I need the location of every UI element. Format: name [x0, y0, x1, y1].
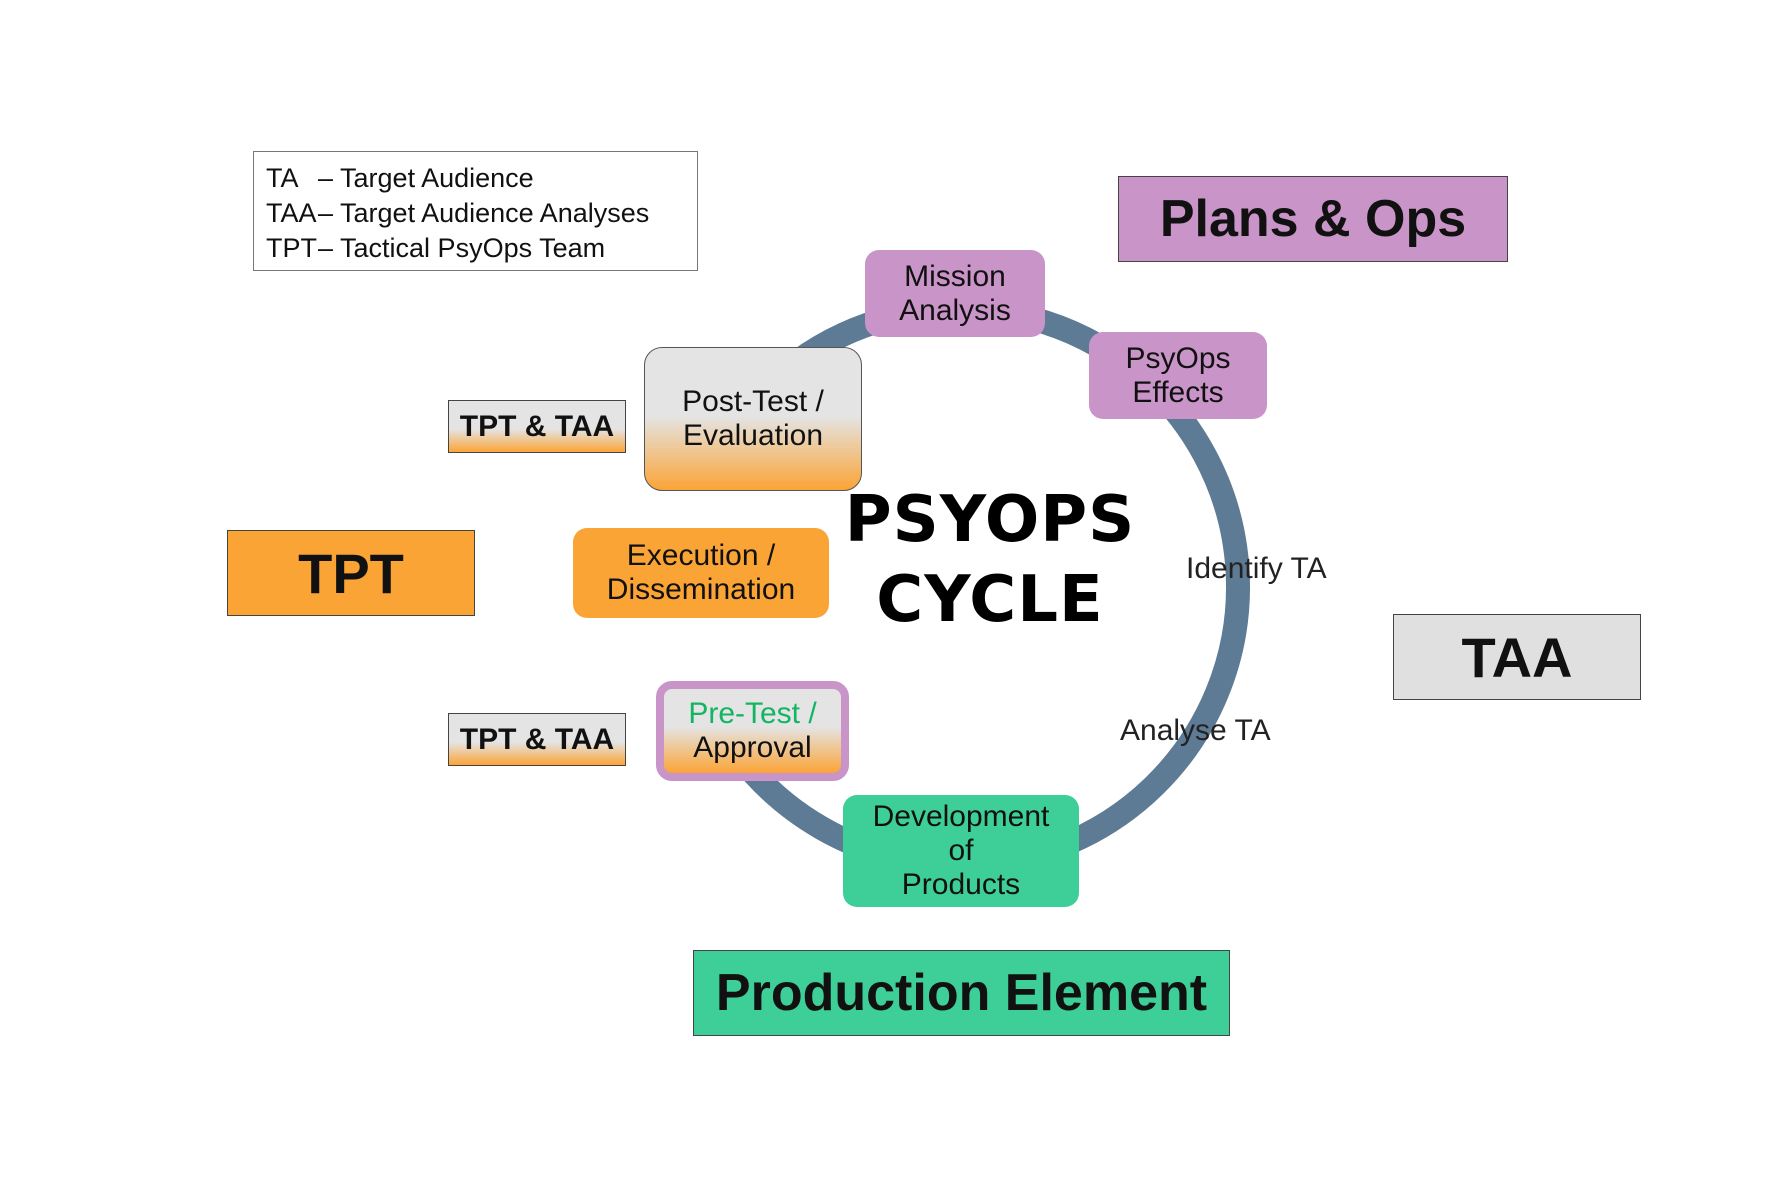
step-pre-test-approval: Pre-Test / Approval [656, 681, 849, 781]
role-tpt: TPT [227, 530, 475, 616]
step-execution-dissemination: Execution / Dissemination [573, 528, 829, 618]
role-plans-ops: Plans & Ops [1118, 176, 1508, 262]
step-label: Mission [904, 259, 1006, 293]
legend-box: TA – Target Audience TAA– Target Audience… [253, 151, 698, 271]
step-label: Dissemination [606, 573, 796, 606]
step-label: of [948, 834, 974, 867]
step-identify-ta: Identify TA [1186, 552, 1327, 585]
step-label: Post-Test / [682, 385, 824, 418]
legend-text: – Target Audience [318, 163, 534, 193]
legend-abbr: TPT [266, 233, 317, 263]
legend-item: TAA– Target Audience Analyses [266, 196, 697, 231]
title-line: CYCLE [876, 563, 1104, 637]
step-label: PsyOps [1125, 341, 1231, 375]
step-mission-analysis: Mission Analysis [865, 250, 1045, 337]
step-label: Effects [1132, 375, 1224, 409]
step-label: Approval [693, 731, 812, 764]
legend-item: TA – Target Audience [266, 161, 697, 196]
title-line: PSYOPS [844, 483, 1136, 557]
step-label: Analysis [899, 293, 1011, 327]
legend-item: TPT– Tactical PsyOps Team [266, 231, 697, 266]
step-label: Products [901, 868, 1021, 901]
step-label: Execution / [626, 539, 776, 572]
step-development-of-products: Development of Products [843, 795, 1079, 907]
legend-text: – Target Audience Analyses [318, 198, 650, 228]
role-taa: TAA [1393, 614, 1641, 700]
tag-tpt-taa-post-test: TPT & TAA [448, 400, 626, 453]
legend-abbr: TA [266, 163, 299, 193]
cycle-title: PSYOPS CYCLE [840, 480, 1140, 640]
step-psyops-effects: PsyOps Effects [1089, 332, 1267, 419]
step-post-test-evaluation: Post-Test / Evaluation [644, 347, 862, 491]
role-production-element: Production Element [693, 950, 1230, 1036]
step-label: Development [872, 800, 1050, 833]
legend-abbr: TAA [266, 198, 317, 228]
step-analyse-ta: Analyse TA [1120, 714, 1271, 747]
legend-text: – Tactical PsyOps Team [318, 233, 606, 263]
tag-tpt-taa-pre-test: TPT & TAA [448, 713, 626, 766]
step-label: Evaluation [682, 419, 824, 452]
step-label: Pre-Test / [688, 697, 817, 730]
